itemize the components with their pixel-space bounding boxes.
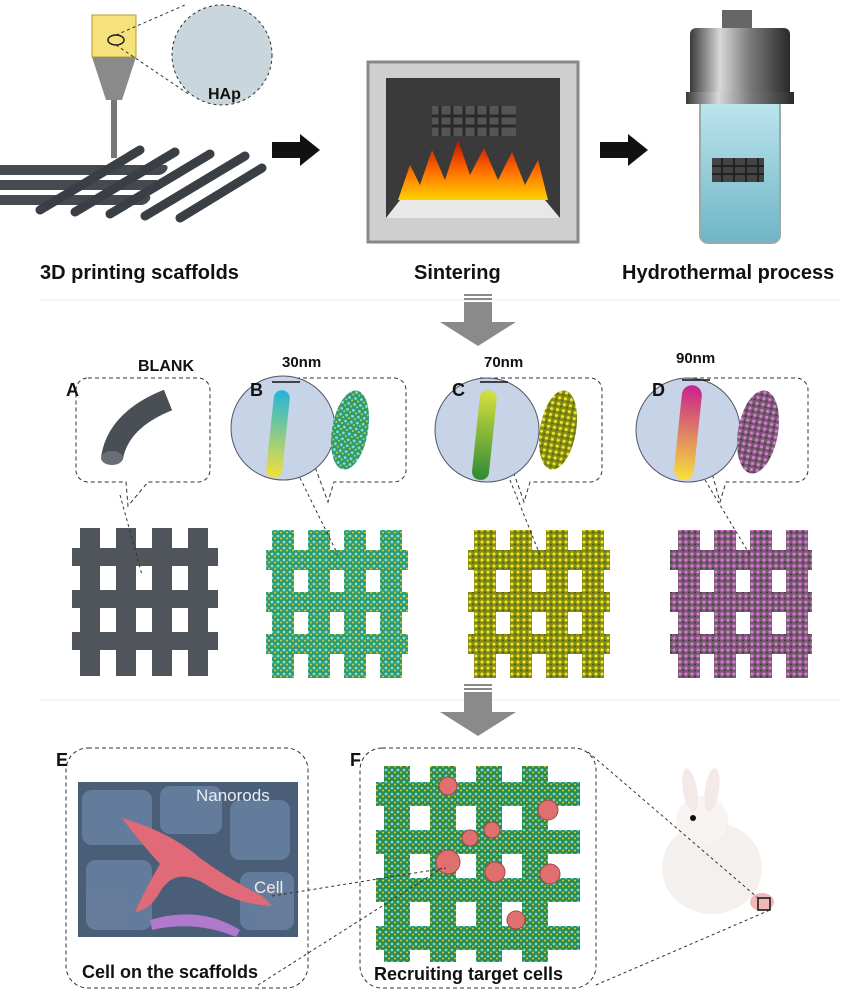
arrow-right-1 <box>272 134 320 166</box>
panel-f-graphic <box>359 747 597 989</box>
panel-e-caption: Cell on the scaffolds <box>82 962 259 982</box>
panel-a-graphic <box>72 377 218 676</box>
arrow-right-2 <box>600 134 648 166</box>
arrow-down-1 <box>440 294 516 346</box>
panel-b-graphic <box>230 375 408 678</box>
step-label-printing: 3D printing scaffolds <box>40 262 239 284</box>
panel-b-letter: B <box>250 380 263 400</box>
step-label-hydrothermal: Hydrothermal process <box>622 262 835 284</box>
furnace-illustration <box>366 60 580 244</box>
hap-label: HAp <box>208 86 241 103</box>
printing-illustration <box>0 4 273 223</box>
panel-c-letter: C <box>452 380 465 400</box>
autoclave-illustration <box>686 10 794 244</box>
step-label-sintering: Sintering <box>414 262 501 284</box>
panel-c-size: 70nm <box>484 354 524 371</box>
panel-d-graphic <box>635 377 812 678</box>
panel-c-graphic <box>434 377 610 678</box>
rabbit-illustration <box>662 768 774 914</box>
panel-b-size: 30nm <box>282 354 322 371</box>
panel-a-letter: A <box>66 380 79 400</box>
connector-lines <box>257 751 771 986</box>
panel-e-letter: E <box>56 750 69 770</box>
blank-label: BLANK <box>138 358 194 375</box>
panel-d-letter: D <box>652 380 665 400</box>
panel-d-size: 90nm <box>676 350 716 367</box>
cell-label: Cell <box>254 878 284 897</box>
arrow-down-2 <box>440 684 516 736</box>
nanorods-label: Nanorods <box>196 786 270 805</box>
panel-f-caption: Recruiting target cells <box>374 964 564 984</box>
panel-f-letter: F <box>350 750 361 770</box>
panel-e-graphic <box>65 747 309 989</box>
